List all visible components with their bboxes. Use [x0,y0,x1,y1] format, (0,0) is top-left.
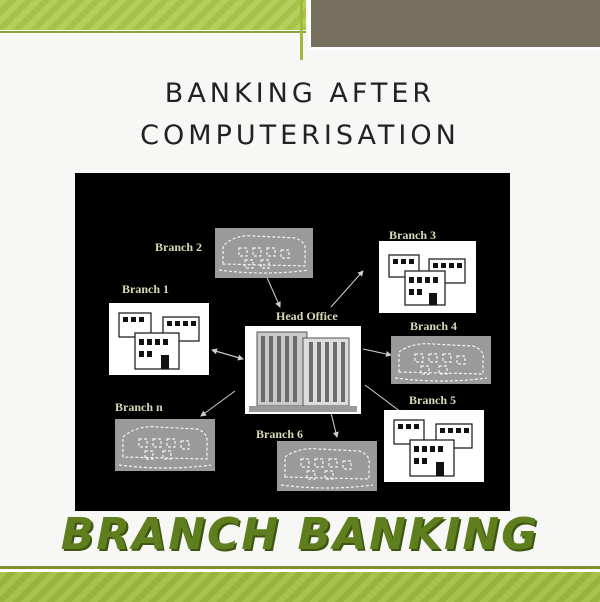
branch-6-image [277,441,377,491]
branch-3-image [379,241,476,313]
branch-1-image [109,303,209,375]
branch-n-image [115,419,215,471]
sketch-bank-icon [280,448,374,489]
bottom-decor-bar [0,570,600,602]
sketch-bank-icon [394,343,488,382]
arrow-head-branch4 [362,348,392,357]
arrow-head-branch1 [211,348,244,360]
top-decor-line [0,31,306,33]
arrow-head-branch3 [330,270,364,308]
sketch-bank-icon [218,235,310,274]
top-decor-green [0,0,306,33]
bottom-decor-line [0,566,600,569]
branch-5-image [384,410,484,482]
branch-n-label: Branch n [115,400,163,414]
building-icon [393,419,473,477]
branch-2-label: Branch 2 [155,240,203,254]
building-icon [388,254,466,306]
branch-4-image [391,336,491,384]
top-decor-edge [300,0,303,60]
arrow-head-branch6 [330,412,339,438]
branch-3-label: Branch 3 [389,228,437,242]
slide-title-line1: BANKING AFTER [164,78,436,109]
arrow-branch1-head [211,349,244,361]
branch-network-diagram: Branch 2 Branch 3 [75,173,510,511]
slide-title-line2: COMPUTERISATION [140,120,460,151]
branch-5-label: Branch 5 [409,393,457,407]
building-icon [118,312,200,370]
top-decor-olive [308,0,600,50]
branch-2-image [215,228,313,278]
head-office-label: Head Office [276,309,338,323]
branch-6-label: Branch 6 [256,427,304,441]
branch-1-label: Branch 1 [122,282,170,296]
footer-title: BRANCH BANKING [60,509,540,560]
branch-4-label: Branch 4 [410,319,458,333]
office-tower-icon [249,331,357,412]
head-office-image [245,326,361,414]
arrow-branch2-head [264,272,281,308]
arrow-head-branchn [200,390,236,417]
sketch-bank-icon [118,426,212,469]
